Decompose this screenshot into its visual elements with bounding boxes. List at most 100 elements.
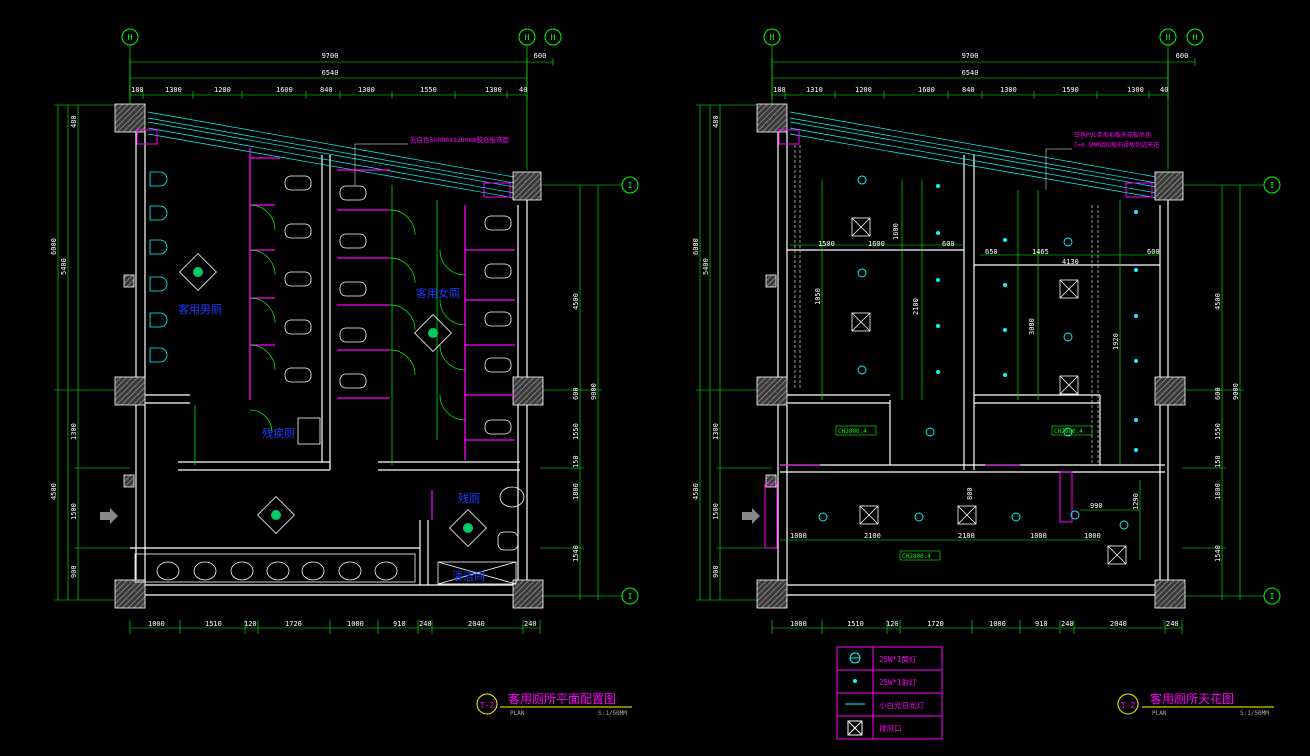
svg-text:小白光日光灯: 小白光日光灯 [879,700,924,710]
ceiling-height-tags: CH2800.4 CH2800.4 CH2800.4 [835,425,1093,561]
svg-text:600: 600 [1214,387,1222,400]
svg-text:6540: 6540 [962,69,979,77]
svg-text:180: 180 [773,86,786,94]
grid-bubble-right: I I [1180,176,1281,605]
room-label-disabled: 残疾厕 [262,426,295,440]
dimension-bottom [129,620,541,634]
svg-text:1200: 1200 [214,86,231,94]
svg-text:1800: 1800 [1214,483,1222,500]
svg-text:5400: 5400 [60,258,68,275]
drawing-title: 客用厕所平面配置图 [508,691,616,706]
svg-text:1550: 1550 [1214,423,1222,440]
drawing-title: 客用厕所天花图 [1150,691,1234,706]
svg-text:1500: 1500 [712,503,720,520]
basin-counter [134,486,525,583]
svg-text:600: 600 [1147,248,1160,256]
svg-text:CH2800.4: CH2800.4 [838,428,867,435]
dim-total: 9700 [322,52,339,60]
svg-text:1800: 1800 [572,483,580,500]
svg-text:120: 120 [886,620,899,628]
svg-text:1290: 1290 [1132,493,1140,510]
dim-side: 600 [534,52,547,60]
svg-text:25W*1筒灯: 25W*1筒灯 [879,654,917,664]
spotlight-fixtures [936,184,1138,452]
svg-text:1300: 1300 [358,86,375,94]
ceiling-dim-lines [780,180,1160,560]
entrance-arrow-icon [742,508,760,524]
ceiling-strip-lights [794,145,1099,465]
svg-text:4130: 4130 [1062,258,1079,266]
svg-text:PLAN: PLAN [510,710,525,717]
svg-text:240: 240 [524,620,537,628]
svg-text:600: 600 [1176,52,1189,60]
dim-inner: 6540 [322,69,339,77]
dim-bottom-labels: 1000 1510 120 1720 1000 910 240 2040 240 [790,620,1179,628]
svg-text:40: 40 [1160,86,1168,94]
grid-bubble-top: H H H [121,28,562,170]
svg-text:T-2: T-2 [1121,701,1136,710]
svg-text:600: 600 [572,387,580,400]
svg-text:1600: 1600 [868,240,885,248]
room-label-mens: 客用男厕 [178,302,222,316]
dimension-left [54,104,130,601]
svg-text:840: 840 [962,86,975,94]
svg-text:S:1/50MM: S:1/50MM [598,710,627,717]
dim-left-labels: 6000 5400 4500 1500 900 1300 480 [692,115,720,578]
svg-text:650: 650 [985,248,998,256]
svg-text:1300: 1300 [485,86,502,94]
svg-text:I: I [1270,181,1275,190]
svg-text:1050: 1050 [814,288,822,305]
walls [772,120,1182,600]
svg-text:900: 900 [70,565,78,578]
svg-text:9700: 9700 [962,52,979,60]
svg-text:2100: 2100 [912,298,920,315]
svg-text:1300: 1300 [1127,86,1144,94]
svg-text:1600: 1600 [892,223,900,240]
svg-text:25W*1射灯: 25W*1射灯 [879,677,917,687]
svg-text:1000: 1000 [1030,532,1047,540]
window-frames [764,129,1153,549]
svg-text:480: 480 [70,115,78,128]
svg-text:4500: 4500 [1214,293,1222,310]
title-block-ceiling: T-2 客用厕所天花图 PLAN S:1/50MM [1117,691,1274,717]
svg-text:9000: 9000 [1232,383,1240,400]
spotlight-icon [853,679,857,683]
svg-text:240: 240 [1166,620,1179,628]
svg-text:1300: 1300 [70,423,78,440]
room-label-accessible: 残厕 [458,491,480,505]
svg-text:900: 900 [712,565,720,578]
downlight-fixtures [818,175,1129,530]
dimension-right [1182,185,1244,600]
svg-text:1540: 1540 [1214,545,1222,562]
svg-text:910: 910 [393,620,406,628]
lighting-legend: 25W*1筒灯 25W*1射灯 小白光日光灯 排风口 [836,646,943,740]
svg-text:4500: 4500 [50,483,58,500]
svg-text:1600: 1600 [918,86,935,94]
dim-bottom-labels: 1000 1510 120 1720 1000 910 240 2040 240 [148,620,537,628]
floor-drain-symbols [179,253,487,547]
grid-bubble-right: I I [540,176,639,605]
svg-text:6000: 6000 [692,238,700,255]
floor-plan: H H H I I 9700 [50,28,639,717]
svg-text:H: H [1193,33,1198,42]
svg-text:CH2800.4: CH2800.4 [1054,428,1083,435]
svg-text:1300: 1300 [712,423,720,440]
svg-text:1000: 1000 [1084,532,1101,540]
svg-text:1000: 1000 [790,620,807,628]
svg-text:H: H [1166,33,1171,42]
svg-text:1300: 1300 [165,86,182,94]
roof-band [147,111,521,199]
svg-text:1510: 1510 [205,620,222,628]
svg-text:H: H [551,33,556,42]
svg-text:H: H [770,33,775,42]
room-label-janitor: 清洁间 [452,570,485,583]
structural-columns [114,103,544,609]
svg-text:1500: 1500 [70,503,78,520]
svg-text:180: 180 [131,86,144,94]
dim-row: 180 1300 1200 1600 840 1300 1550 1300 40 [131,86,527,94]
svg-text:1590: 1590 [1062,86,1079,94]
svg-text:150: 150 [572,455,580,468]
svg-text:CH2800.4: CH2800.4 [902,553,931,560]
svg-text:2040: 2040 [1110,620,1127,628]
svg-text:5400: 5400 [702,258,710,275]
